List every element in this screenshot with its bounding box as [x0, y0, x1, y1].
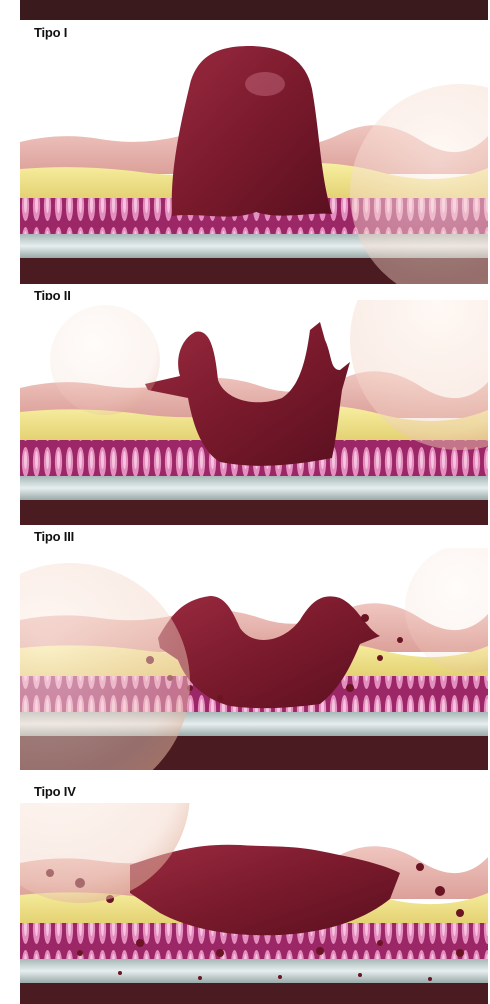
panel-tipo-4 — [20, 803, 488, 1004]
label-tipo-4: Tipo IV — [34, 784, 76, 799]
panel-tipo-2 — [20, 300, 488, 525]
label-tipo-1: Tipo I — [34, 25, 67, 40]
label-tipo-3: Tipo III — [34, 529, 74, 544]
panel-tipo-3 — [20, 548, 488, 770]
panel-tipo-1 — [20, 44, 488, 284]
top-border-bar — [20, 0, 488, 20]
